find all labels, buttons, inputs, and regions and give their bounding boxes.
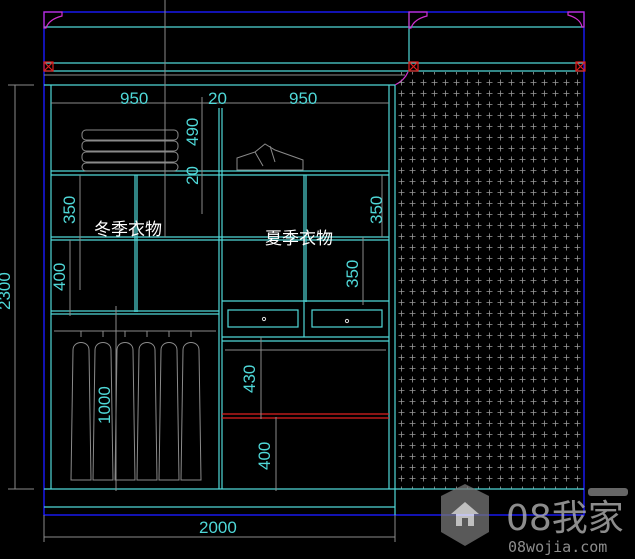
dim-right-width: 950 [289, 89, 317, 108]
crown-molding [43, 11, 585, 63]
drawer-left [227, 309, 299, 328]
watermark: 08我家 08wojia.com [430, 480, 630, 556]
dim-shelf-thickness: 20 [183, 166, 202, 185]
watermark-url: 08wojia.com [508, 538, 607, 556]
folded-shirt-icon [236, 143, 304, 171]
dim-divider: 20 [208, 89, 227, 108]
top-rail [43, 61, 586, 86]
dim-total-height: 2300 [0, 272, 14, 310]
sliding-door-panel [396, 72, 584, 489]
label-winter-clothes: 冬季衣物 [94, 220, 162, 240]
drawer-knob-icon [344, 318, 350, 324]
dim-left-lower-cell: 400 [50, 263, 69, 291]
drawer-knob-icon [261, 316, 267, 322]
dim-left-cell: 350 [60, 196, 79, 224]
hanging-clothes-icon [70, 331, 202, 481]
drawer-right [311, 309, 383, 328]
cabinet-body [44, 84, 584, 515]
dim-hanging-height: 1000 [95, 386, 114, 424]
folded-clothes-icon [81, 129, 179, 172]
dim-right-lower-cell: 350 [343, 260, 362, 288]
dimension-lines [8, 0, 396, 542]
dim-bottom-space: 400 [255, 442, 274, 470]
watermark-brand: 08我家 [506, 498, 624, 539]
dim-mid-hang: 430 [240, 365, 259, 393]
dim-left-width: 950 [120, 89, 148, 108]
dim-right-cell: 350 [367, 196, 386, 224]
label-summer-clothes: 夏季衣物 [265, 229, 333, 249]
dim-top-height: 490 [183, 118, 202, 146]
dim-total-width: 2000 [199, 518, 237, 537]
